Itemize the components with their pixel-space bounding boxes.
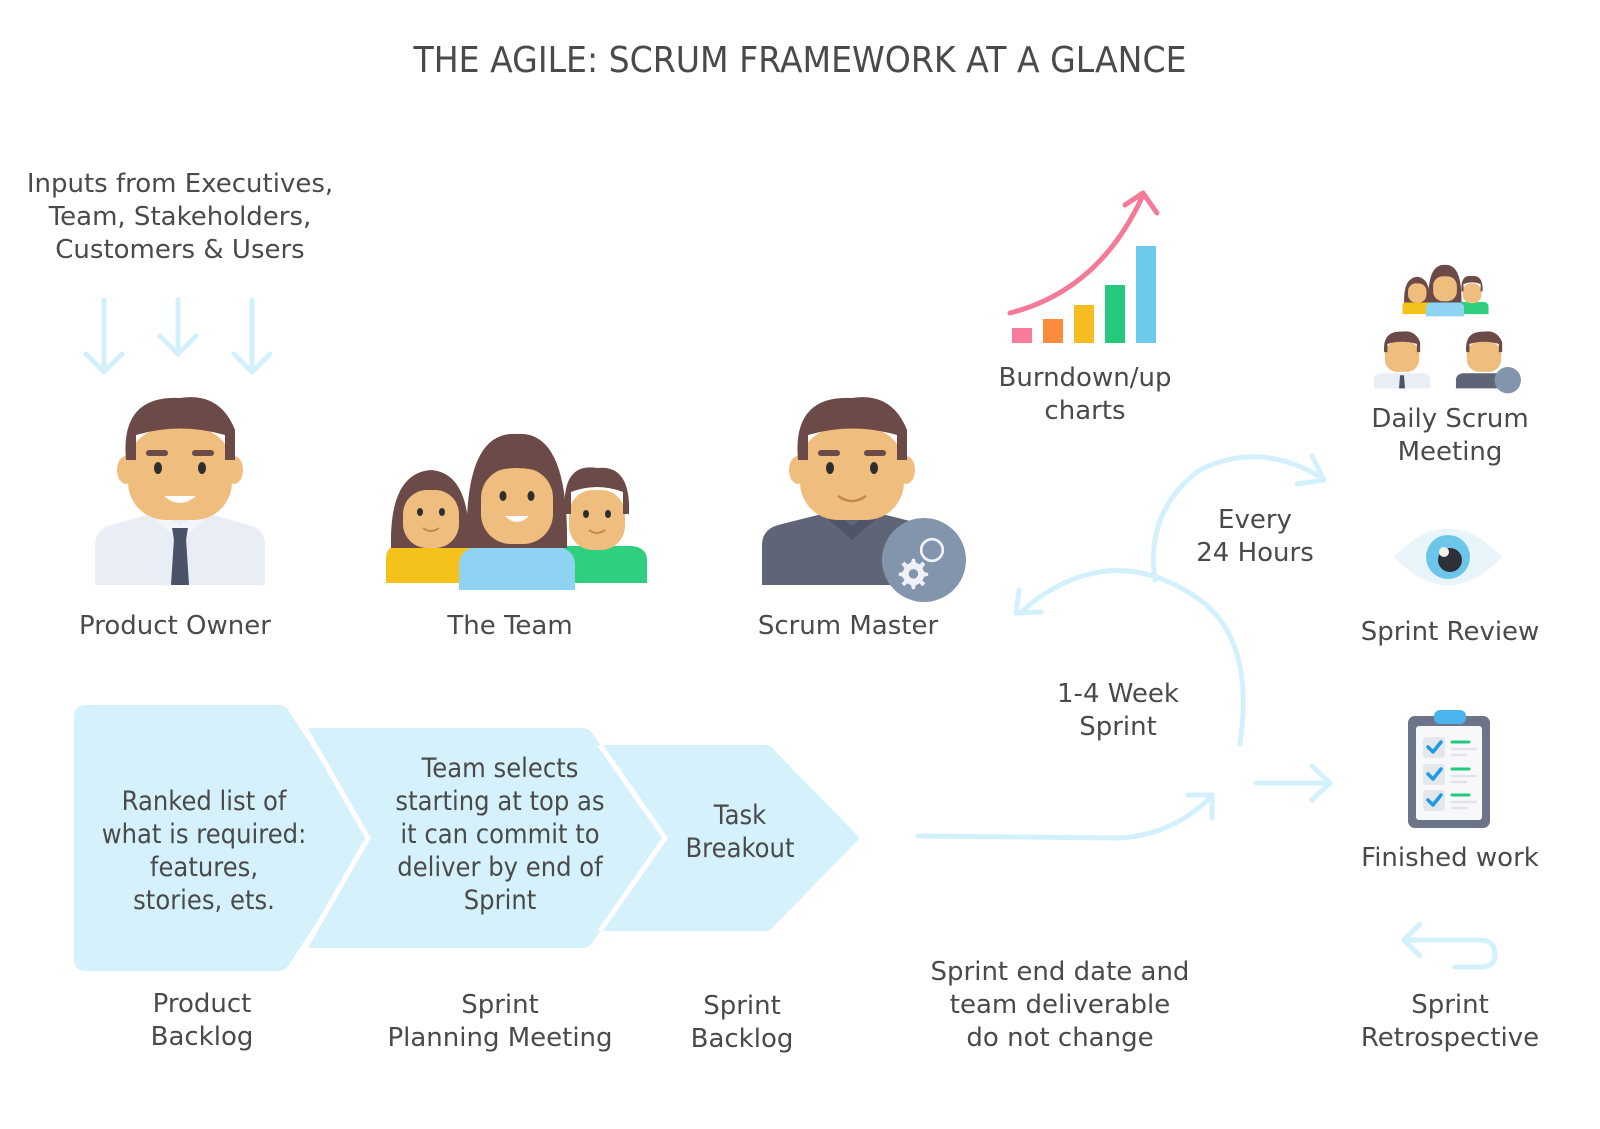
team-group-icon — [386, 433, 647, 590]
clipboard-checklist-icon — [1408, 710, 1490, 828]
rising-bar-chart-icon — [1007, 190, 1160, 343]
trend-curve — [1007, 192, 1146, 316]
arrow-down-icon — [231, 297, 273, 376]
sprint-planning-description: Team selects starting at top as it can c… — [395, 753, 605, 916]
scrum-master-gear-icon — [762, 397, 966, 602]
role-label-product-owner: Product Owner — [79, 611, 271, 641]
chart-bar — [1105, 285, 1125, 343]
sprint-review-label: Sprint Review — [1360, 617, 1540, 647]
chart-bar — [1043, 319, 1063, 343]
trend-arrowhead — [1122, 190, 1160, 216]
burndown-label: Burndown/up charts — [998, 363, 1172, 426]
process-chevrons — [74, 705, 860, 971]
arrow-down-icon — [157, 297, 199, 358]
chevron-sprint-planning — [305, 728, 671, 948]
sprint-cycle-label: 1-4 Week Sprint — [1057, 679, 1179, 742]
role-label-scrum-master: Scrum Master — [757, 611, 939, 641]
finished-work-label: Finished work — [1361, 843, 1539, 873]
product-owner-avatar-icon — [95, 397, 265, 585]
eye-icon — [1394, 528, 1502, 586]
page-title: THE AGILE: SCRUM FRAMEWORK AT A GLANCE — [413, 40, 1187, 81]
arrow-into-sprint — [915, 795, 1213, 841]
chevron-product-backlog — [74, 705, 372, 971]
chart-bar — [1136, 246, 1156, 343]
sprint-backlog-label: Sprint Backlog — [690, 991, 794, 1054]
task-breakout-description: Task Breakout — [685, 800, 795, 864]
daily-loop-arc — [1150, 454, 1325, 583]
sprint-planning-label: Sprint Planning Meeting — [387, 990, 613, 1053]
product-backlog-description: Ranked list of what is required: feature… — [101, 786, 307, 916]
inputs-text: Inputs from Executives, Team, Stakeholde… — [26, 169, 334, 265]
chart-bar — [1012, 328, 1032, 343]
daily-scrum-people-icon — [1373, 264, 1521, 394]
daily-scrum-label: Daily Scrum Meeting — [1371, 404, 1529, 467]
product-backlog-label: Product Backlog — [150, 989, 254, 1052]
return-arrow-icon — [1401, 921, 1498, 970]
daily-cycle-label: Every 24 Hours — [1196, 505, 1314, 568]
chevron-sprint-backlog — [600, 745, 860, 931]
sprint-cycle-arrows — [915, 453, 1333, 841]
role-label-the-team: The Team — [447, 611, 573, 641]
chart-bar — [1074, 305, 1094, 343]
sprint-retrospective-label: Sprint Retrospective — [1360, 990, 1540, 1053]
arrow-down-icon — [83, 297, 125, 376]
sprint-note: Sprint end date and team deliverable do … — [930, 957, 1190, 1053]
